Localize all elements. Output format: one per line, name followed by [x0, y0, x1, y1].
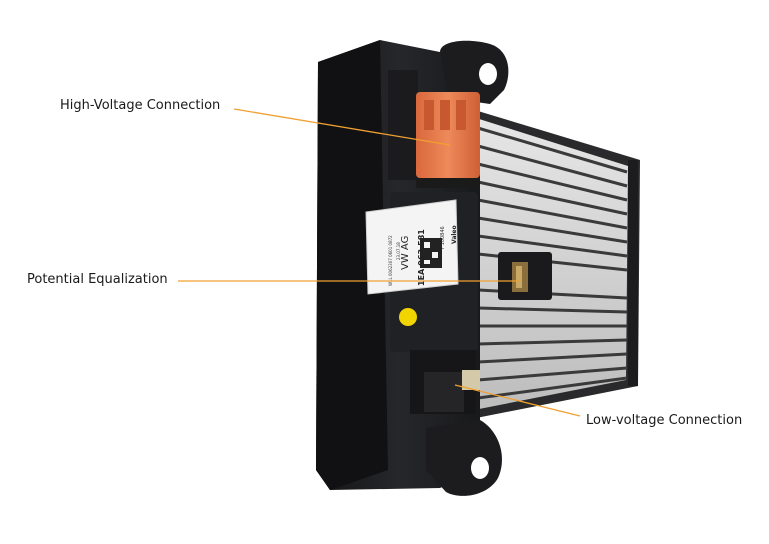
label-serial: T 100846 — [440, 226, 446, 251]
label-maker: VW AG — [400, 236, 411, 270]
product-label: 1EA.963.581 VW AG T 100846 W1L 0062307 0… — [365, 199, 459, 295]
label-low-voltage-connection: Low-voltage Connection — [586, 413, 743, 428]
leader-line-high-voltage — [233, 108, 451, 146]
leader-line-low-voltage — [454, 384, 581, 417]
low-voltage-connector — [410, 350, 480, 414]
yellow-marker-dot — [399, 308, 417, 326]
heat-exchanger-fins — [466, 108, 640, 420]
label-line1: W1L 0062307 0601 0872 — [388, 235, 393, 286]
leader-lines — [178, 108, 581, 417]
label-high-voltage-connection: High-Voltage Connection — [60, 98, 221, 113]
potential-equalization-stud — [498, 252, 552, 300]
label-brand: Valeo — [451, 225, 458, 244]
qr-code — [420, 238, 442, 268]
top-mounting-bracket — [440, 40, 509, 104]
label-line2: 23.07.18 — [396, 242, 401, 260]
label-potential-equalization: Potential Equalization — [27, 272, 168, 287]
bottom-mounting-bracket — [426, 420, 502, 496]
high-voltage-connector — [416, 92, 480, 188]
